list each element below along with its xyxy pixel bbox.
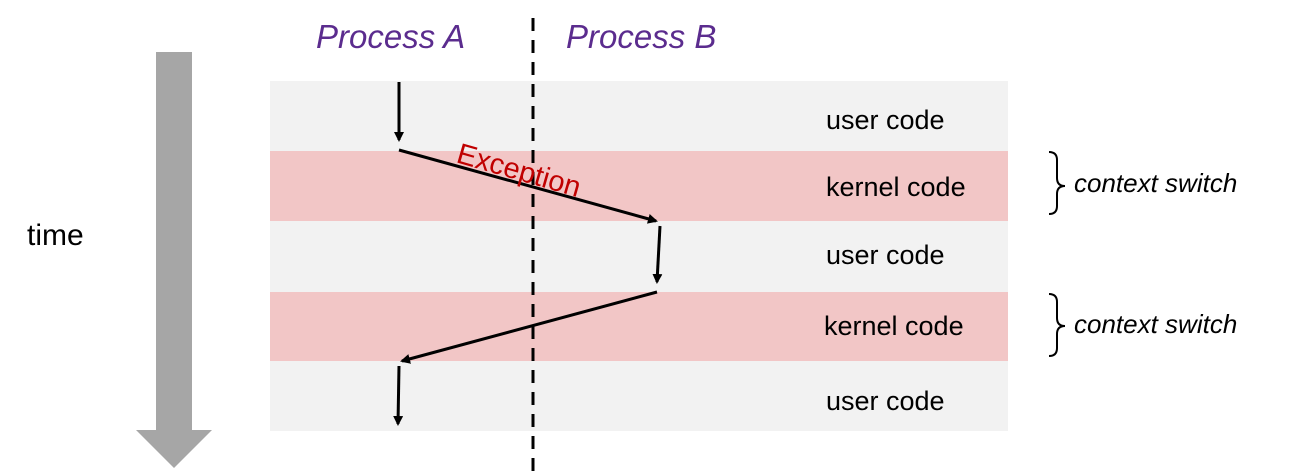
band-label-user-2: user code: [826, 240, 945, 270]
band-user-2: [270, 221, 1008, 292]
control-flow-path: [393, 82, 663, 426]
process-a-label: Process A: [316, 18, 466, 55]
time-label: time: [27, 219, 84, 252]
band-user-1: [270, 81, 1008, 151]
process-b-label: Process B: [566, 18, 717, 55]
context-switch-label-1: context switch: [1074, 168, 1238, 198]
band-label-user-3: user code: [826, 386, 945, 416]
band-kernel-1: [270, 151, 1008, 221]
band-label-user-1: user code: [826, 105, 945, 135]
band-kernel-2: [270, 292, 1008, 361]
context-switch-brace-1: [1048, 151, 1066, 215]
band-user-3: [270, 361, 1008, 431]
band-label-kernel-2: kernel code: [824, 311, 964, 341]
band-label-kernel-1: kernel code: [826, 172, 966, 202]
time-arrow: [136, 52, 212, 468]
context-switch-brace-2: [1048, 293, 1066, 357]
context-switch-label-2: context switch: [1074, 309, 1238, 339]
